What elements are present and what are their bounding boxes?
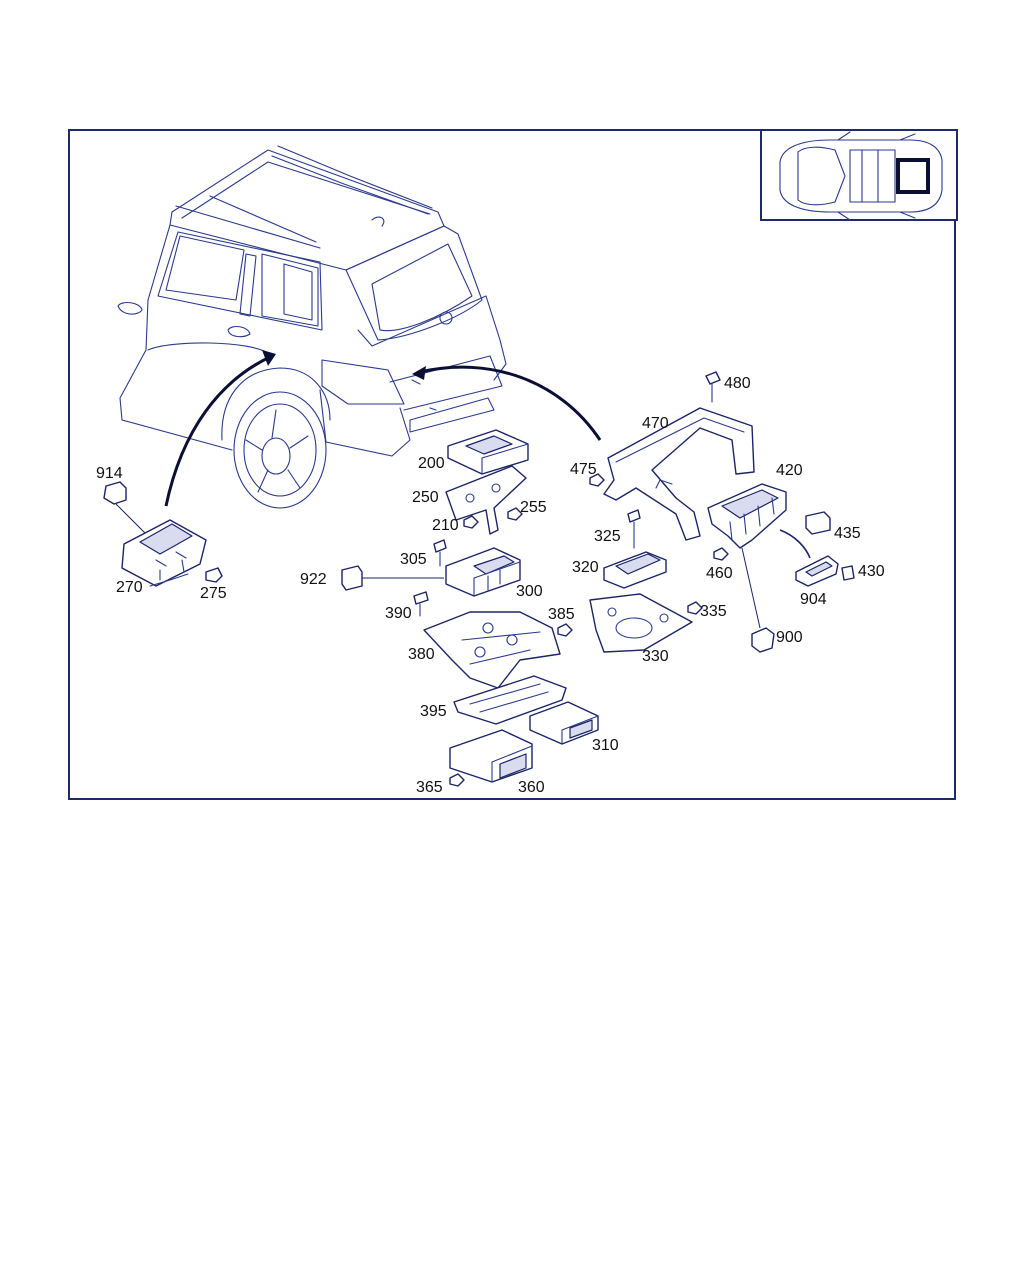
label-395: 395 bbox=[420, 703, 447, 720]
label-435: 435 bbox=[834, 525, 861, 542]
part-922-connector bbox=[341, 565, 444, 591]
part-460-nut bbox=[713, 547, 729, 561]
label-390: 390 bbox=[385, 605, 412, 622]
part-904-connector bbox=[795, 555, 839, 587]
label-360: 360 bbox=[518, 779, 545, 796]
part-275-nut bbox=[205, 567, 223, 583]
connector-arrow-435-904 bbox=[779, 529, 811, 559]
part-470-bracket bbox=[603, 407, 755, 541]
part-320-module bbox=[603, 551, 667, 589]
part-270-control-unit bbox=[121, 519, 207, 587]
label-305: 305 bbox=[400, 551, 427, 568]
part-385-nut bbox=[557, 623, 573, 637]
part-365-nut bbox=[449, 773, 465, 787]
label-430: 430 bbox=[858, 563, 885, 580]
part-210-nut bbox=[463, 515, 479, 529]
vehicle-rear-view bbox=[117, 145, 507, 509]
part-335-nut bbox=[687, 601, 703, 615]
part-300-airbag-control-unit bbox=[445, 547, 521, 597]
label-310: 310 bbox=[592, 737, 619, 754]
part-475-nut bbox=[589, 473, 605, 487]
label-385: 385 bbox=[548, 606, 575, 623]
part-430-clip bbox=[841, 565, 855, 581]
label-914: 914 bbox=[96, 465, 123, 482]
part-914-connector bbox=[103, 481, 149, 537]
label-270: 270 bbox=[116, 579, 143, 596]
location-arrow-right bbox=[419, 365, 602, 441]
part-395-bracket bbox=[453, 675, 567, 725]
label-325: 325 bbox=[594, 528, 621, 545]
part-305-bolt bbox=[433, 539, 447, 567]
label-470: 470 bbox=[642, 415, 669, 432]
part-255-nut bbox=[507, 507, 523, 521]
label-480: 480 bbox=[724, 375, 751, 392]
part-390-bolt bbox=[413, 591, 429, 617]
inset-vehicle-top-view bbox=[779, 131, 943, 221]
label-922: 922 bbox=[300, 571, 327, 588]
label-250: 250 bbox=[412, 489, 439, 506]
label-200: 200 bbox=[418, 455, 445, 472]
label-380: 380 bbox=[408, 646, 435, 663]
label-210: 210 bbox=[432, 517, 459, 534]
part-900-connector bbox=[741, 547, 775, 653]
part-number-labels: 914 270 275 200 250 210 255 305 922 300 … bbox=[96, 375, 885, 796]
part-360-control-unit bbox=[449, 729, 533, 783]
part-200-module bbox=[447, 429, 529, 475]
part-435-connector bbox=[805, 511, 831, 535]
part-330-bracket bbox=[589, 593, 693, 653]
label-320: 320 bbox=[572, 559, 599, 576]
label-475: 475 bbox=[570, 461, 597, 478]
label-904: 904 bbox=[800, 591, 827, 608]
part-250-bracket bbox=[445, 465, 527, 535]
label-330: 330 bbox=[642, 648, 669, 665]
part-310-module bbox=[529, 701, 599, 745]
label-460: 460 bbox=[706, 565, 733, 582]
label-365: 365 bbox=[416, 779, 443, 796]
label-900: 900 bbox=[776, 629, 803, 646]
label-255: 255 bbox=[520, 499, 547, 516]
part-380-mounting-plate bbox=[423, 611, 561, 689]
part-325-bolt bbox=[627, 509, 641, 549]
label-300: 300 bbox=[516, 583, 543, 600]
location-arrow-left bbox=[164, 354, 273, 507]
label-420: 420 bbox=[776, 462, 803, 479]
label-335: 335 bbox=[700, 603, 727, 620]
label-275: 275 bbox=[200, 585, 227, 602]
part-480-bolt bbox=[705, 371, 721, 403]
part-420-fuse-relay-box bbox=[707, 483, 787, 549]
